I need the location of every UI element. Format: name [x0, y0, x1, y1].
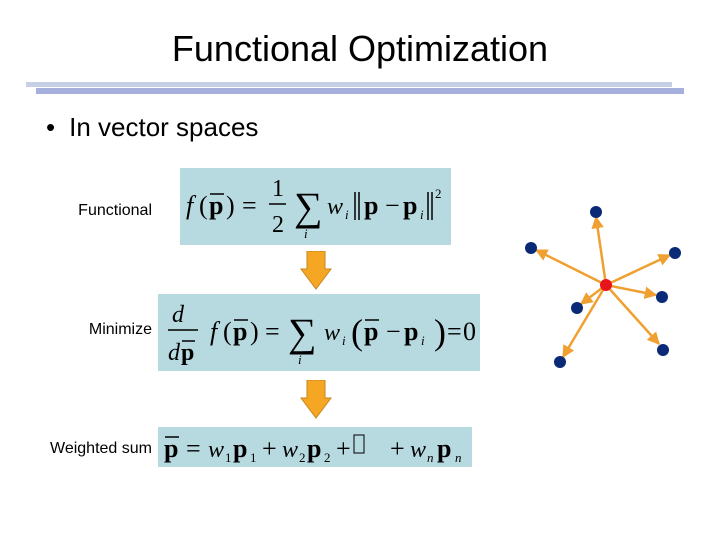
node-3 [669, 247, 681, 259]
svg-text:p: p [404, 317, 418, 346]
edge-7 [605, 284, 660, 345]
equation-weighted-sum: p = w 1 p 1 + w 2 p 2 + + w n p n [158, 427, 472, 467]
svg-text:): ) [250, 317, 259, 346]
svg-text:w: w [208, 437, 224, 463]
svg-text:+: + [336, 434, 351, 463]
bullet-item: • In vector spaces [46, 112, 258, 143]
slide-title: Functional Optimization [171, 28, 549, 69]
svg-text:i: i [304, 226, 308, 241]
svg-text:(: ( [351, 312, 363, 352]
svg-text:p: p [164, 434, 178, 463]
svg-text:p: p [364, 317, 378, 346]
label-functional: Functional [78, 202, 152, 219]
svg-text:+: + [262, 434, 277, 463]
svg-text:2: 2 [435, 186, 442, 201]
node-7 [657, 344, 669, 356]
svg-text:p: p [437, 434, 451, 463]
svg-text:p: p [233, 434, 247, 463]
svg-text:i: i [421, 333, 425, 348]
svg-text:=: = [186, 434, 201, 463]
svg-text:p: p [307, 434, 321, 463]
svg-text:p: p [209, 191, 223, 220]
svg-text:w: w [410, 437, 426, 463]
svg-text:1: 1 [225, 450, 232, 465]
svg-text:∑: ∑ [294, 184, 323, 229]
svg-text:w: w [282, 437, 298, 463]
svg-text:2: 2 [272, 212, 284, 238]
svg-text:): ) [226, 191, 235, 220]
svg-text:f: f [210, 317, 221, 346]
equation-minimize: d d p f ( p ) = ∑ i w i ( p − p i ) = 0 [158, 294, 480, 371]
svg-text:p: p [181, 340, 194, 366]
svg-text:(: ( [199, 191, 208, 220]
svg-text:): ) [434, 312, 446, 352]
bullet-text: In vector spaces [69, 112, 259, 142]
svg-text:w: w [327, 194, 343, 220]
svg-text:n: n [427, 450, 434, 465]
svg-text:i: i [298, 352, 302, 367]
equation-functional-graphic: f ( p ) = 1 2 ∑ i w i p − p i 2 [186, 176, 442, 241]
svg-text:f: f [186, 191, 197, 220]
equation-functional: f ( p ) = 1 2 ∑ i w i p − p i 2 [180, 168, 451, 245]
svg-text:n: n [455, 450, 462, 465]
svg-text:∑: ∑ [288, 310, 317, 355]
edge-4 [605, 283, 658, 299]
svg-text:+: + [390, 434, 405, 463]
edge-3 [605, 253, 672, 287]
svg-text:d: d [168, 340, 181, 366]
edge-2 [534, 248, 607, 287]
node-5 [571, 302, 583, 314]
node-6 [554, 356, 566, 368]
svg-text:1: 1 [272, 176, 284, 202]
svg-text:(: ( [223, 317, 232, 346]
svg-text:=: = [447, 317, 462, 346]
edge-6 [561, 284, 608, 359]
equation-weighted-sum-graphic: p = w 1 p 1 + w 2 p 2 + + w n p n [164, 434, 462, 465]
equation-minimize-graphic: d d p f ( p ) = ∑ i w i ( p − p i ) = 0 [168, 302, 476, 367]
svg-text:p: p [403, 191, 417, 220]
down-arrow-1 [300, 251, 332, 290]
svg-text:−: − [386, 317, 401, 346]
svg-text:i: i [345, 207, 349, 222]
svg-text:=: = [242, 191, 257, 220]
label-weighted-sum: Weighted sum [50, 440, 152, 457]
down-arrow-2 [300, 380, 332, 419]
svg-text:i: i [342, 333, 346, 348]
edge-1 [591, 215, 608, 286]
svg-text:p: p [233, 317, 247, 346]
bullet-dot: • [46, 112, 56, 142]
title-divider-bottom [36, 88, 684, 94]
svg-text:0: 0 [463, 317, 476, 346]
svg-text:w: w [324, 320, 340, 346]
node-1 [590, 206, 602, 218]
node-4 [656, 291, 668, 303]
star-diagram [525, 206, 681, 368]
node-2 [525, 242, 537, 254]
center-node [600, 279, 612, 291]
svg-text:=: = [265, 317, 280, 346]
svg-text:−: − [385, 191, 400, 220]
svg-text:2: 2 [299, 450, 306, 465]
svg-text:d: d [172, 302, 185, 328]
svg-text:1: 1 [250, 450, 257, 465]
title-divider-top [26, 82, 672, 87]
svg-text:2: 2 [324, 450, 331, 465]
label-minimize: Minimize [88, 321, 152, 338]
svg-text:i: i [420, 207, 424, 222]
svg-text:p: p [364, 191, 378, 220]
